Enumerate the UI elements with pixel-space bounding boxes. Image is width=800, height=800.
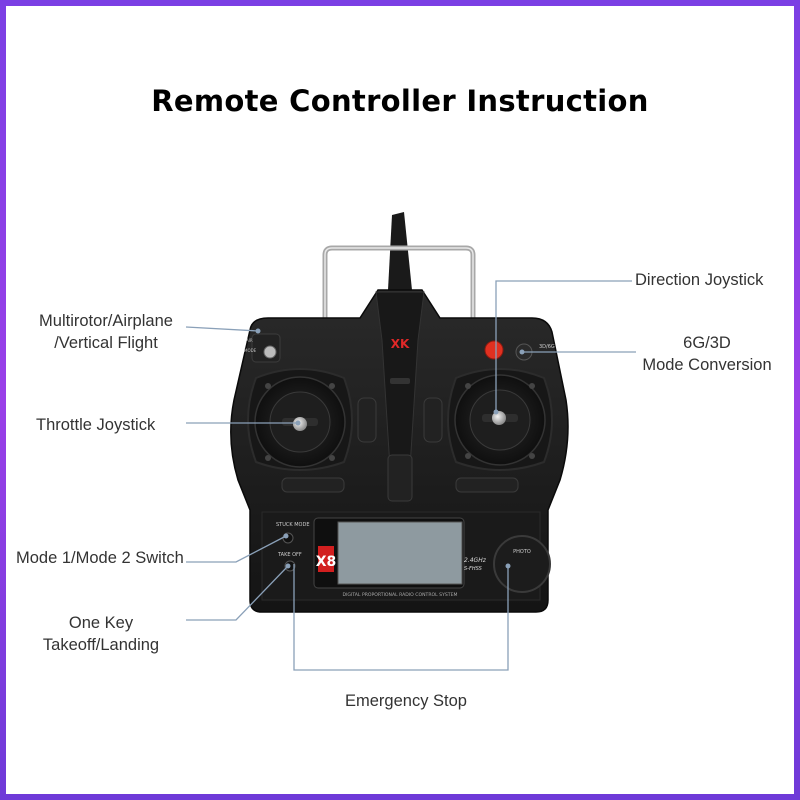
- leader-lines: [185, 280, 636, 671]
- model-badge: X8: [316, 554, 337, 570]
- photo-button[interactable]: [493, 535, 551, 593]
- lcd-screen: [337, 521, 463, 585]
- leader-multirotor: [185, 326, 259, 332]
- fhss-label: S-FHSS: [464, 566, 483, 572]
- left-bottom-trim[interactable]: [281, 477, 345, 493]
- stuck-mode-label: STUCK MODE: [276, 522, 310, 528]
- leader-emergency: [293, 564, 509, 671]
- label-takeoff-line1: One Key: [68, 614, 134, 632]
- label-takeoff-line2: Takeoff/Landing: [42, 636, 160, 654]
- leader-takeoff: [186, 565, 289, 621]
- left-trim[interactable]: [357, 397, 377, 443]
- leader-mode-switch: [186, 535, 287, 563]
- red-button[interactable]: [484, 340, 504, 360]
- direction-joystick-gimbal[interactable]: [447, 368, 553, 471]
- label-direction-joystick: Direction Joystick: [635, 271, 764, 289]
- label-multirotor: Multirotor/Airplane /Vertical Flight: [26, 310, 186, 354]
- label-emergency-stop: Emergency Stop: [345, 692, 467, 710]
- diagram-canvas: XK AIR: [185, 212, 636, 671]
- svg-text:MODE: MODE: [244, 348, 257, 353]
- label-mode-conv-line1: 6G/3D: [683, 334, 731, 352]
- label-mode-switch: Mode 1/Mode 2 Switch: [16, 549, 184, 567]
- label-takeoff-landing: One Key Takeoff/Landing: [16, 612, 186, 656]
- right-trim[interactable]: [423, 397, 443, 443]
- right-bottom-trim[interactable]: [455, 477, 519, 493]
- frequency-label: 2.4GHz: [464, 557, 487, 564]
- take-off-label: TAKE OFF: [277, 552, 302, 558]
- leader-direction: [495, 280, 632, 412]
- brand-logo: XK: [391, 337, 410, 351]
- direction-stick-tip: [492, 411, 506, 425]
- screen-caption: DIGITAL PROPORTIONAL RADIO CONTROL SYSTE…: [343, 592, 458, 598]
- label-mode-conversion: 6G/3D Mode Conversion: [632, 332, 782, 376]
- svg-text:AIR: AIR: [246, 338, 253, 343]
- label-multirotor-line1: Multirotor/Airplane: [39, 312, 173, 330]
- photo-label: PHOTO: [513, 549, 531, 555]
- page-title: Remote Controller Instruction: [151, 84, 649, 118]
- label-mode-conv-line2: Mode Conversion: [642, 356, 772, 374]
- flight-mode-switch[interactable]: AIR MODE: [244, 333, 281, 363]
- 3d6g-label: 3D/6G: [539, 344, 555, 350]
- label-multirotor-line2: /Vertical Flight: [54, 334, 158, 352]
- antenna: [388, 212, 412, 290]
- label-throttle-joystick: Throttle Joystick: [36, 416, 156, 434]
- throttle-joystick-gimbal[interactable]: [247, 368, 353, 471]
